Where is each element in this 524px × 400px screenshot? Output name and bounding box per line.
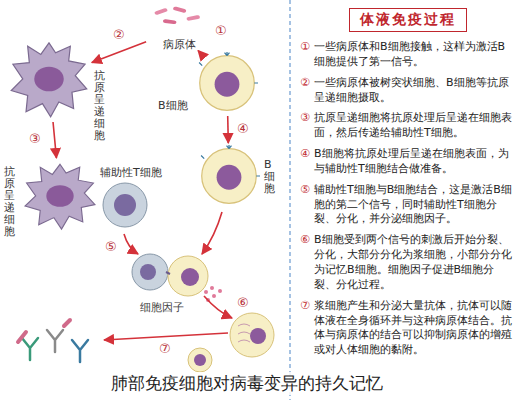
t-cell-node: 辅助性T细胞 — [100, 180, 150, 230]
cell-label: 病原体 — [148, 37, 210, 52]
process-arrow — [92, 42, 146, 63]
callout-number: ④ — [300, 147, 314, 162]
step-text: B细胞将抗原处理后呈递在细胞表面，为与辅助性T细胞结合做准备。 — [314, 147, 516, 177]
callout-number: ⑤ — [300, 183, 314, 198]
tb-pair — [132, 254, 208, 296]
process-arrow — [227, 116, 229, 143]
step-item: ⑥B细胞受到两个信号的刺激后开始分裂、分化，大部分分化为浆细胞，小部分分化为记忆… — [300, 233, 516, 292]
callout-number: ② — [300, 76, 314, 91]
cell-label: 抗原呈递细胞 — [94, 70, 105, 143]
panel-title: 体液免疫过程 — [349, 8, 467, 32]
process-arrows — [104, 212, 232, 340]
callout-number: ⑥ — [300, 233, 314, 248]
tcell-shape — [100, 180, 150, 230]
step-item: ⑤辅助性T细胞与B细胞结合，这是激活B细胞的第二个信号，同时辅助性T细胞分裂、分… — [300, 183, 516, 228]
process-arrow — [53, 122, 56, 158]
text-panel: 体液免疫过程①一些病原体和B细胞接触，这样为激活B细胞提供了第一信号。②一些病原… — [296, 4, 520, 366]
b-cell-node: B细胞 — [196, 52, 258, 114]
step-item: ②一些病原体被树突状细胞、B细胞等抗原呈递细胞摄取。 — [300, 76, 516, 106]
step-text: 浆细胞产生和分泌大量抗体，抗体可以随体液在全身循环并与这种病原体结合。抗体与病原… — [314, 299, 516, 358]
b-cell-node: B细胞 — [198, 145, 260, 207]
antibodies — [18, 320, 88, 362]
divider — [289, 0, 290, 400]
step-item: ④B细胞将抗原处理后呈递在细胞表面，为与辅助性T细胞结合做准备。 — [300, 147, 516, 177]
bcell-shape — [196, 52, 258, 114]
callout-number: ④ — [236, 122, 250, 135]
step-text: 一些病原体和B细胞接触，这样为激活B细胞提供了第一信号。 — [314, 40, 516, 70]
apc-node: 抗原呈递细胞 — [22, 160, 98, 232]
callout-number: ① — [300, 40, 314, 55]
step-text: B细胞受到两个信号的刺激后开始分裂、分化，大部分分化为浆细胞，小部分分化为记忆B… — [314, 233, 516, 292]
callout-number: ③ — [28, 132, 42, 145]
bcell-shape — [198, 145, 260, 207]
step-text: 一些病原体被树突状细胞、B细胞等抗原呈递细胞摄取。 — [314, 76, 516, 106]
apc-shape — [22, 160, 98, 232]
callout-number: ⑦ — [300, 299, 314, 314]
caption: 肺部免疫细胞对病毒变异的持久记忆 — [108, 372, 386, 395]
apc-shape — [8, 38, 90, 120]
plasma-cell — [230, 313, 274, 357]
pathogen-node: 病原体 — [148, 6, 210, 52]
cytokine-label: 细胞因子 — [140, 300, 184, 315]
apc-node: 抗原呈递细胞 — [8, 38, 90, 120]
cell-label: 抗原呈递细胞 — [4, 166, 15, 239]
callout-number: ⑥ — [236, 296, 250, 309]
memory-cell — [188, 348, 212, 372]
callout-number: ⑤ — [104, 240, 118, 253]
step-text: 辅助性T细胞与B细胞结合，这是激活B细胞的第二个信号，同时辅助性T细胞分裂、分化… — [314, 183, 516, 228]
step-item: ①一些病原体和B细胞接触，这样为激活B细胞提供了第一信号。 — [300, 40, 516, 70]
cell-label: B细胞 — [264, 159, 275, 195]
callout-number: ② — [112, 28, 126, 41]
cell-label: 辅助性T细胞 — [100, 165, 162, 180]
process-arrow — [198, 51, 201, 54]
callout-number: ⑦ — [158, 342, 172, 355]
step-item: ⑦浆细胞产生和分泌大量抗体，抗体可以随体液在全身循环并与这种病原体结合。抗体与病… — [300, 299, 516, 358]
step-item: ③抗原呈递细胞将抗原处理后呈递在细胞表面，然后传递给辅助性T细胞。 — [300, 111, 516, 141]
step-text: 抗原呈递细胞将抗原处理后呈递在细胞表面，然后传递给辅助性T细胞。 — [314, 111, 516, 141]
callout-number: ① — [214, 24, 228, 37]
callout-number: ③ — [300, 111, 314, 126]
cell-label: B细胞 — [158, 98, 188, 113]
